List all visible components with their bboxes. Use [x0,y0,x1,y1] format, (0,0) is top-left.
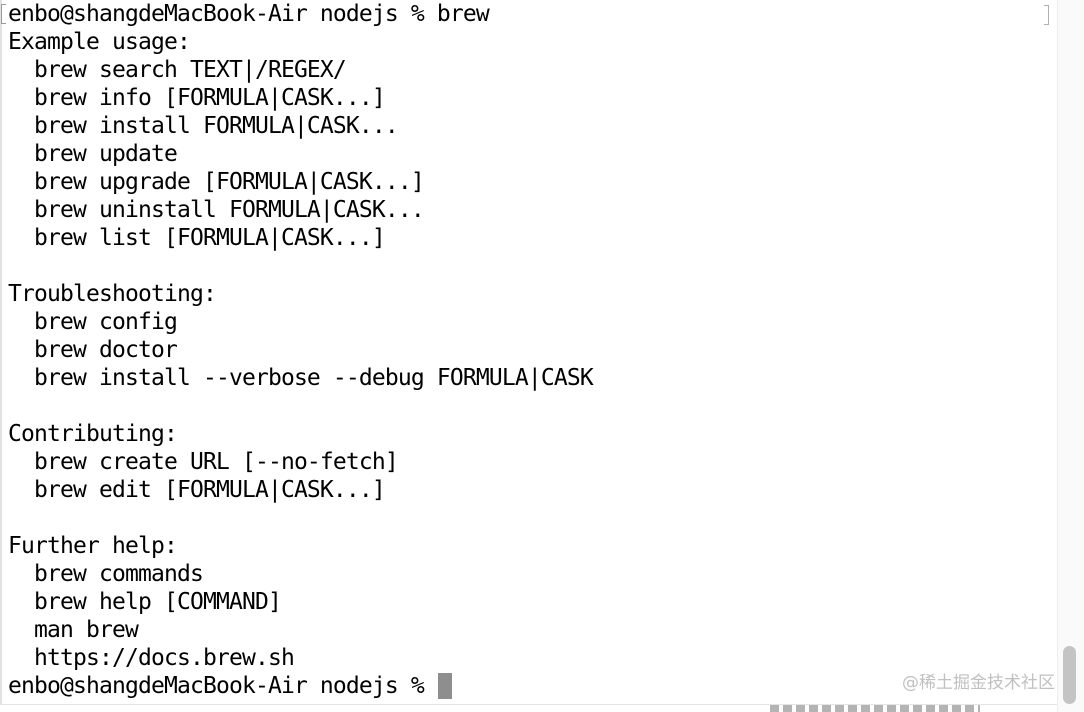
section-heading-contributing: Contributing: [8,421,178,447]
window-bottom-edge [0,704,1057,712]
output-line: brew upgrade [FORMULA|CASK...] [8,169,425,195]
watermark-text: @稀土掘金技术社区 [902,673,1055,693]
scrollbar-track[interactable] [1057,0,1084,712]
docs-url[interactable]: https://docs.brew.sh [8,645,295,671]
output-line: brew config [8,309,178,335]
output-line: brew help [COMMAND] [8,589,282,615]
blank-line [8,252,593,280]
terminal-output[interactable]: enbo@shangdeMacBook-Air nodejs % brew Ex… [8,0,594,700]
shell-prompt: enbo@shangdeMacBook-Air nodejs % [8,673,425,699]
output-line: brew install --verbose --debug FORMULA|C… [8,365,594,391]
blank-line [8,504,593,532]
output-line: brew info [FORMULA|CASK...] [8,85,386,111]
section-heading-troubleshooting: Troubleshooting: [8,281,217,307]
output-line: brew commands [8,561,204,587]
scrollbar-thumb[interactable] [1063,646,1076,704]
text-cursor [437,673,452,699]
output-line: brew edit [FORMULA|CASK...] [8,477,386,503]
output-line: brew create URL [--no-fetch] [8,449,399,475]
output-line: brew search TEXT|/REGEX/ [8,57,347,83]
selection-bracket-left [1,4,6,24]
output-line: brew install FORMULA|CASK... [8,113,399,139]
output-line: man brew [8,617,139,643]
window-left-edge [0,0,2,712]
command-line: enbo@shangdeMacBook-Air nodejs % brew [8,1,490,27]
selection-bracket-right [1044,5,1049,25]
output-line: brew doctor [8,337,178,363]
blank-line [8,392,593,420]
output-line: brew update [8,141,178,167]
active-prompt-line[interactable]: enbo@shangdeMacBook-Air nodejs % [8,672,593,700]
section-heading-example-usage: Example usage: [8,29,191,55]
output-line: brew uninstall FORMULA|CASK... [8,197,425,223]
section-heading-further-help: Further help: [8,533,178,559]
underlying-window-glimpse [770,705,980,712]
output-line: brew list [FORMULA|CASK...] [8,225,386,251]
